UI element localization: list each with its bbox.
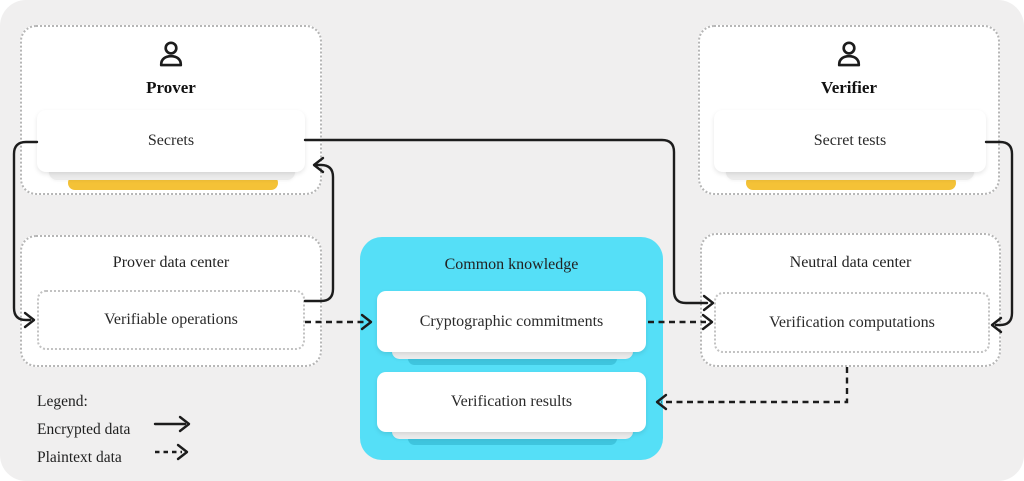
verification-computations-card: Verification computations (714, 292, 990, 353)
secrets-card: Secrets (37, 110, 305, 172)
legend: Legend: Encrypted data Plaintext data (37, 388, 130, 472)
legend-title: Legend: (37, 393, 88, 410)
verifiable-operations-card: Verifiable operations (37, 290, 305, 350)
verification-results-card: Verification results (377, 372, 646, 432)
legend-item-encrypted: Encrypted data (37, 421, 131, 438)
neutral-data-center-title: Neutral data center (789, 254, 912, 271)
common-knowledge-title: Common knowledge (444, 256, 579, 273)
legend-item-plaintext: Plaintext data (37, 449, 122, 466)
verifier-title: Verifier (820, 78, 877, 97)
secret-tests-card: Secret tests (714, 110, 986, 172)
person-icon (832, 38, 866, 72)
prover-data-center-title: Prover data center (112, 254, 230, 271)
cryptographic-commitments-card: Cryptographic commitments (377, 291, 646, 352)
person-icon (154, 38, 188, 72)
prover-title: Prover (146, 78, 196, 97)
